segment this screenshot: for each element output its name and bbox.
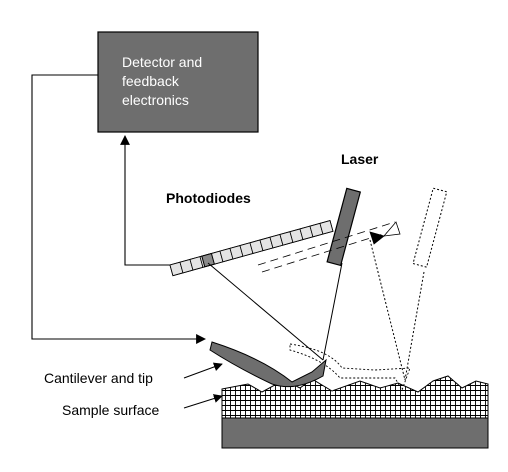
- photodiode-cell: [319, 220, 334, 235]
- detector-box: Detector and feedback electronics: [97, 31, 259, 133]
- laser-reflected-beam: [207, 262, 324, 361]
- laser-incident-beam: [322, 262, 343, 361]
- photodiode-signal-line: [120, 135, 172, 266]
- ghost-laser-outline: [412, 187, 448, 268]
- cantilever-pointer: [183, 362, 223, 379]
- laser-body: [326, 187, 362, 267]
- sample-pointer: [183, 394, 223, 409]
- sample-substrate: [221, 417, 489, 449]
- feedback-line: [31, 74, 206, 344]
- sample-label: Sample surface: [62, 402, 159, 418]
- laser-label: Laser: [341, 151, 379, 167]
- detector-label-line-3: electronics: [122, 92, 189, 108]
- photodiode-array: [169, 220, 334, 277]
- detector-label-line-1: Detector and: [122, 54, 202, 70]
- ghost-cantilever: [289, 343, 411, 392]
- detector-label-line-2: feedback: [122, 73, 180, 89]
- photodiodes-label: Photodiodes: [166, 190, 251, 206]
- cantilever-label: Cantilever and tip: [44, 370, 153, 386]
- cantilever: [209, 341, 327, 388]
- ghost-beam: [369, 239, 425, 381]
- active-photodiode-cell: [201, 252, 215, 268]
- beam-shift-arrow: [257, 221, 401, 273]
- sample-surface: [221, 375, 489, 419]
